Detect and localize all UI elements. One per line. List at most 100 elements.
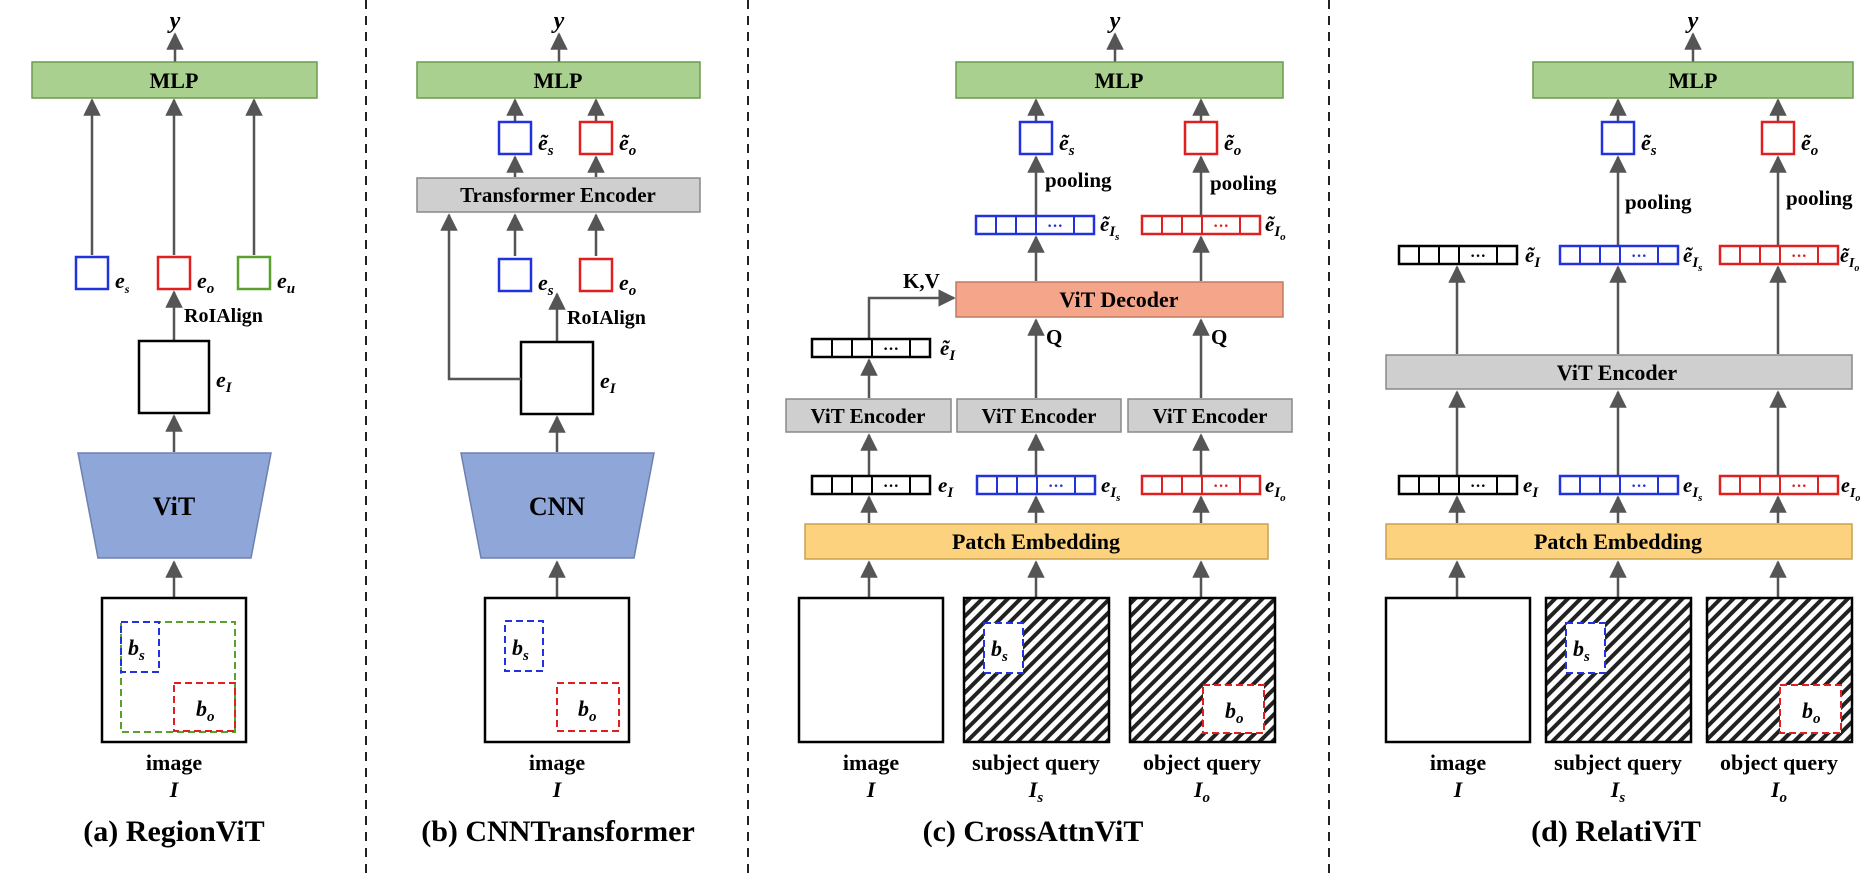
pooling-label: pooling (1786, 186, 1853, 210)
subject-feature-label: es (538, 270, 554, 299)
skip-connection (440, 213, 521, 381)
input-label: image (529, 750, 585, 775)
roialign-label: RoIAlign (567, 307, 646, 329)
input-symbol: Is (1610, 777, 1626, 806)
subject-box-label: bs (128, 635, 145, 664)
mlp-block (955, 61, 1284, 99)
object-embedding-label: eIo (1841, 475, 1860, 504)
pooling-label: pooling (1210, 171, 1277, 195)
tilde-subject-feature (497, 120, 533, 156)
panel-region-vit: y MLP es eo eu RoIAlign eI ViT bs bo ima… (31, 8, 318, 848)
input-symbol: I (169, 777, 180, 802)
panel-relati-vit: y MLP ẽs ẽo pooling pooling ··· ẽI · (1384, 8, 1860, 848)
subject-embedding-tokens: ··· (1558, 474, 1680, 496)
svg-text:···: ··· (1213, 478, 1229, 495)
vit-encoder-block (1385, 354, 1853, 390)
panel-caption: (b) CNNTransformer (421, 815, 695, 848)
patch-embedding-label: Patch Embedding (1534, 529, 1702, 554)
object-box (1202, 684, 1265, 734)
svg-text:···: ··· (1631, 478, 1647, 495)
input-label: image (146, 750, 202, 775)
object-embedding-tokens: ··· (1140, 474, 1262, 496)
tilde-subject-label: ẽs (1641, 130, 1657, 159)
mlp-label: MLP (1669, 68, 1718, 93)
panel-caption: (a) RegionViT (83, 815, 264, 848)
mlp-label: MLP (1095, 68, 1144, 93)
input-image (1384, 596, 1532, 744)
image-embedding-tokens: ··· (810, 474, 932, 496)
mlp-block (1532, 61, 1854, 99)
mlp-block (416, 61, 701, 99)
tilde-subject-label: ẽs (538, 130, 554, 159)
tilde-io-tokens: ··· (1718, 244, 1840, 266)
subject-embedding-label: eIs (1101, 473, 1120, 504)
subject-embedding-label: eIs (1683, 473, 1702, 504)
object-box (173, 682, 236, 732)
tilde-subject-label: ẽs (1059, 130, 1075, 159)
subject-feature (74, 255, 110, 291)
subject-box (1565, 622, 1606, 674)
object-box-label: bo (196, 696, 215, 725)
tilde-is-label: ẽIs (1100, 212, 1119, 243)
pooling-label: pooling (1045, 168, 1112, 192)
tilde-is-tokens: ··· (974, 214, 1096, 236)
object-feature (156, 255, 192, 291)
image-embedding-tokens: ··· (1397, 474, 1519, 496)
mlp-label: MLP (150, 68, 199, 93)
vit-decoder-block (955, 281, 1284, 318)
subject-box-label: bs (1573, 636, 1590, 665)
q-label: Q (1211, 325, 1227, 349)
svg-text:···: ··· (1048, 478, 1064, 495)
svg-text:···: ··· (1470, 248, 1486, 265)
subject-box-label: bs (512, 635, 529, 664)
transformer-encoder-label: Transformer Encoder (460, 183, 656, 207)
subject-box-label: bs (991, 636, 1008, 665)
image-feature-label: eI (600, 368, 617, 397)
svg-text:···: ··· (1791, 478, 1807, 495)
vit-encoder-label: ViT Encoder (1557, 360, 1678, 385)
mlp-block (31, 61, 318, 99)
subject-box (983, 622, 1024, 674)
q-label: Q (1046, 325, 1062, 349)
roialign-label: RoIAlign (184, 305, 263, 327)
pooling-label: pooling (1625, 190, 1692, 214)
tilde-io-label: ẽIo (1265, 212, 1286, 243)
svg-text:···: ··· (1047, 218, 1063, 235)
svg-text:···: ··· (1791, 248, 1807, 265)
tilde-image-tokens: ··· (1397, 244, 1519, 266)
patch-embedding-label: Patch Embedding (952, 529, 1120, 554)
svg-text:···: ··· (1470, 478, 1486, 495)
tilde-subject-feature (1600, 120, 1636, 156)
union-feature-label: eu (277, 268, 295, 297)
subject-embedding-tokens: ··· (975, 474, 1097, 496)
tilde-subject-feature (1018, 120, 1054, 156)
tilde-is-tokens: ··· (1558, 244, 1680, 266)
tilde-image-label: ẽI (940, 336, 956, 364)
object-feature-label: eo (619, 270, 636, 299)
object-embedding-label: eIo (1265, 473, 1286, 504)
input-label: object query (1720, 750, 1838, 775)
kv-connection (867, 289, 956, 338)
input-symbol: I (866, 777, 877, 802)
subject-feature (497, 257, 533, 293)
object-box (1779, 684, 1842, 734)
output-label: y (1685, 8, 1699, 34)
patch-embedding-block (804, 523, 1269, 560)
tilde-image-tokens: ··· (810, 337, 932, 359)
union-feature (236, 255, 272, 291)
panel-cnn-transformer: y MLP ẽs ẽo Transformer Encoder es eo Ro… (416, 8, 701, 848)
object-feature-label: eo (197, 268, 214, 297)
input-symbol: I (1453, 777, 1464, 802)
svg-text:···: ··· (1631, 248, 1647, 265)
tilde-object-label: ẽo (619, 130, 636, 159)
subject-feature-label: es (115, 268, 130, 296)
vit-decoder-label: ViT Decoder (1059, 287, 1178, 312)
patch-embedding-block (1385, 523, 1853, 560)
input-label: image (1430, 750, 1486, 775)
panel-cross-attn-vit: y MLP ẽs ẽo pooling pooling ··· ẽIs (785, 8, 1293, 848)
input-symbol: Io (1770, 777, 1787, 806)
object-box-label: bo (1802, 698, 1821, 727)
vit-encoder-object (1127, 398, 1293, 433)
image-embedding-label: eI (1523, 473, 1539, 501)
vit-encoder-label: ViT Encoder (811, 404, 926, 428)
